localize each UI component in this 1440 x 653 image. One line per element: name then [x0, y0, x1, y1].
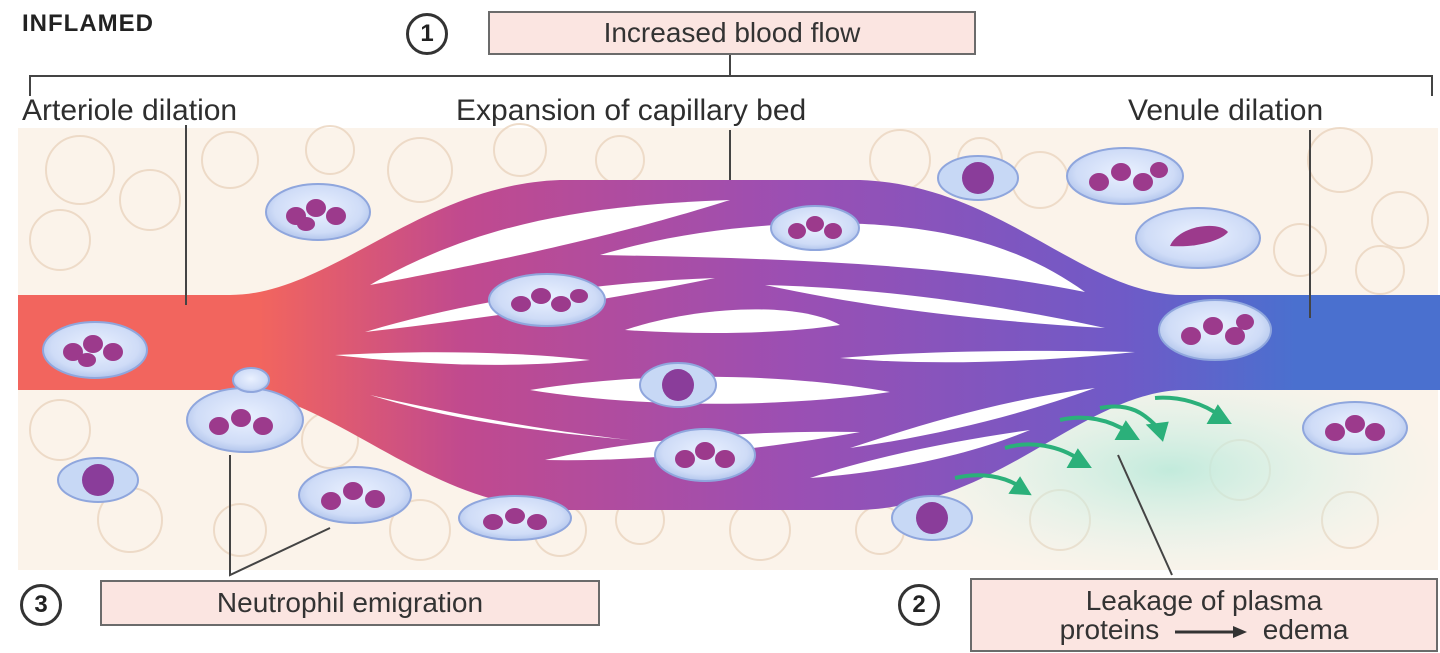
- lymphocyte: [639, 362, 717, 408]
- neutrophil: [1066, 147, 1184, 205]
- cells: [42, 147, 1408, 541]
- blood-vessel: [18, 180, 1440, 510]
- lymphocyte: [937, 155, 1019, 201]
- leakage-edema: edema: [1262, 614, 1349, 645]
- step-label-increased-blood-flow: Increased blood flow: [488, 11, 976, 55]
- neutrophil-emigrating: [186, 367, 304, 453]
- arrow-right-icon: [1175, 625, 1247, 638]
- leader-lines: [29, 52, 1433, 577]
- step-number-2: 2: [898, 584, 940, 626]
- diagram-title: INFLAMED: [22, 10, 154, 37]
- monocyte: [1135, 207, 1261, 269]
- neutrophil: [488, 273, 606, 327]
- neutrophil: [1302, 401, 1408, 455]
- lymphocyte: [891, 495, 973, 541]
- step-number-1: 1: [406, 13, 448, 55]
- neutrophil: [458, 495, 572, 541]
- label-venule-dilation: Venule dilation: [1128, 94, 1324, 127]
- leakage-line-2: proteins edema: [1060, 615, 1349, 644]
- neutrophil: [298, 466, 412, 524]
- leakage-arrows: [954, 395, 1232, 496]
- step-label-neutrophil-emigration: Neutrophil emigration: [100, 580, 600, 626]
- neutrophil: [42, 321, 148, 379]
- neutrophil: [1158, 299, 1272, 361]
- label-capillary-expansion: Expansion of capillary bed: [456, 94, 807, 127]
- step-number-3: 3: [20, 584, 62, 626]
- label-arteriole-dilation: Arteriole dilation: [22, 94, 238, 127]
- leakage-line-1: Leakage of plasma: [1085, 584, 1323, 616]
- neutrophil: [770, 205, 860, 251]
- step-label-leakage: Leakage of plasma proteins edema: [970, 578, 1438, 652]
- lymphocyte: [57, 457, 139, 503]
- neutrophil: [265, 183, 371, 241]
- neutrophil: [654, 428, 756, 482]
- leakage-proteins: proteins: [1059, 614, 1160, 645]
